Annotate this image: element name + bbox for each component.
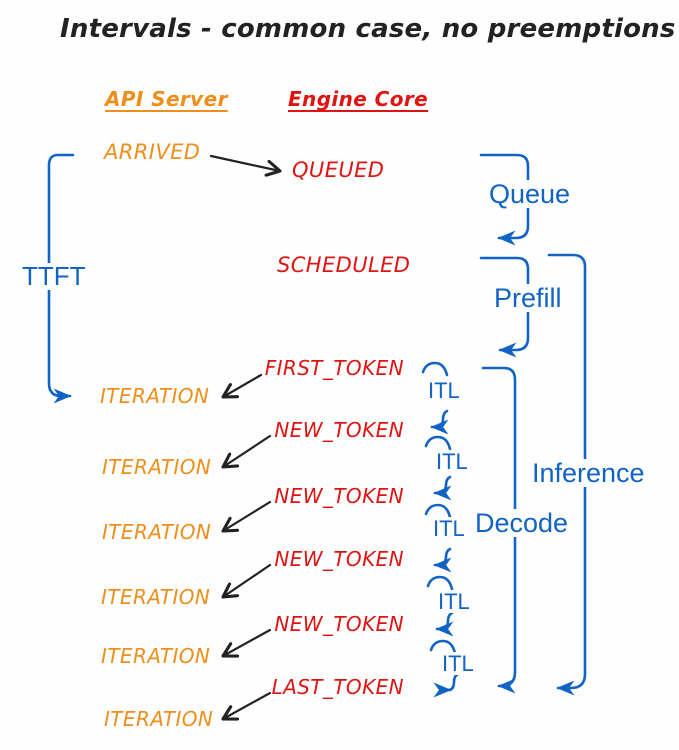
arrow-new-token-to-iteration-3	[223, 563, 272, 597]
event-iteration-6: ITERATION	[104, 707, 214, 731]
interval-label-decode: Decode	[472, 509, 572, 537]
event-first-token: FIRST_TOKEN	[264, 356, 404, 380]
column-header-api-server: API Server	[105, 87, 228, 111]
interval-label-itl-5: ITL	[440, 651, 476, 676]
arrow-arrived-to-queued	[209, 154, 280, 171]
event-queued: QUEUED	[292, 158, 385, 182]
itl-arrow-1	[430, 409, 449, 435]
column-header-engine-core: Engine Core	[288, 87, 429, 111]
interval-label-queue: Queue	[486, 180, 574, 208]
event-scheduled: SCHEDULED	[277, 253, 411, 277]
itl-arrow-2	[433, 475, 452, 501]
interval-label-itl-1: ITL	[426, 378, 462, 403]
event-new-token-1: NEW_TOKEN	[274, 418, 404, 442]
event-arrived: ARRIVED	[104, 140, 201, 164]
event-last-token: LAST_TOKEN	[271, 675, 404, 699]
itl-arc-3	[424, 503, 452, 519]
interval-label-itl-2: ITL	[434, 449, 470, 474]
interval-label-itl-4: ITL	[436, 589, 472, 614]
diagram-title: Intervals - common case, no preemptions	[60, 14, 676, 44]
event-new-token-3: NEW_TOKEN	[274, 547, 404, 571]
itl-arrow-4	[435, 611, 454, 637]
itl-arc-1	[421, 361, 449, 377]
interval-label-itl-3: ITL	[431, 516, 467, 541]
arrow-last-token-to-iteration	[223, 691, 272, 719]
itl-arc-4	[426, 575, 454, 591]
event-iteration-4: ITERATION	[101, 585, 211, 609]
event-iteration-1: ITERATION	[100, 384, 210, 408]
interval-label-prefill: Prefill	[491, 284, 565, 312]
arrow-new-token-to-iteration-4	[223, 628, 272, 656]
interval-label-ttft: TTFT	[19, 262, 89, 291]
event-new-token-4: NEW_TOKEN	[274, 612, 404, 636]
arrow-first-token-to-iteration	[223, 373, 263, 397]
event-iteration-5: ITERATION	[101, 644, 211, 668]
itl-arc-5	[429, 639, 457, 655]
arrow-new-token-to-iteration-2	[223, 500, 272, 531]
itl-arrow-5	[433, 672, 460, 698]
arrow-new-token-to-iteration-1	[223, 434, 272, 467]
event-iteration-3: ITERATION	[102, 520, 212, 544]
itl-arrow-3	[433, 547, 452, 573]
event-iteration-2: ITERATION	[102, 455, 212, 479]
interval-label-inference: Inference	[529, 459, 648, 487]
event-new-token-2: NEW_TOKEN	[274, 484, 404, 508]
itl-arc-2	[424, 435, 452, 451]
